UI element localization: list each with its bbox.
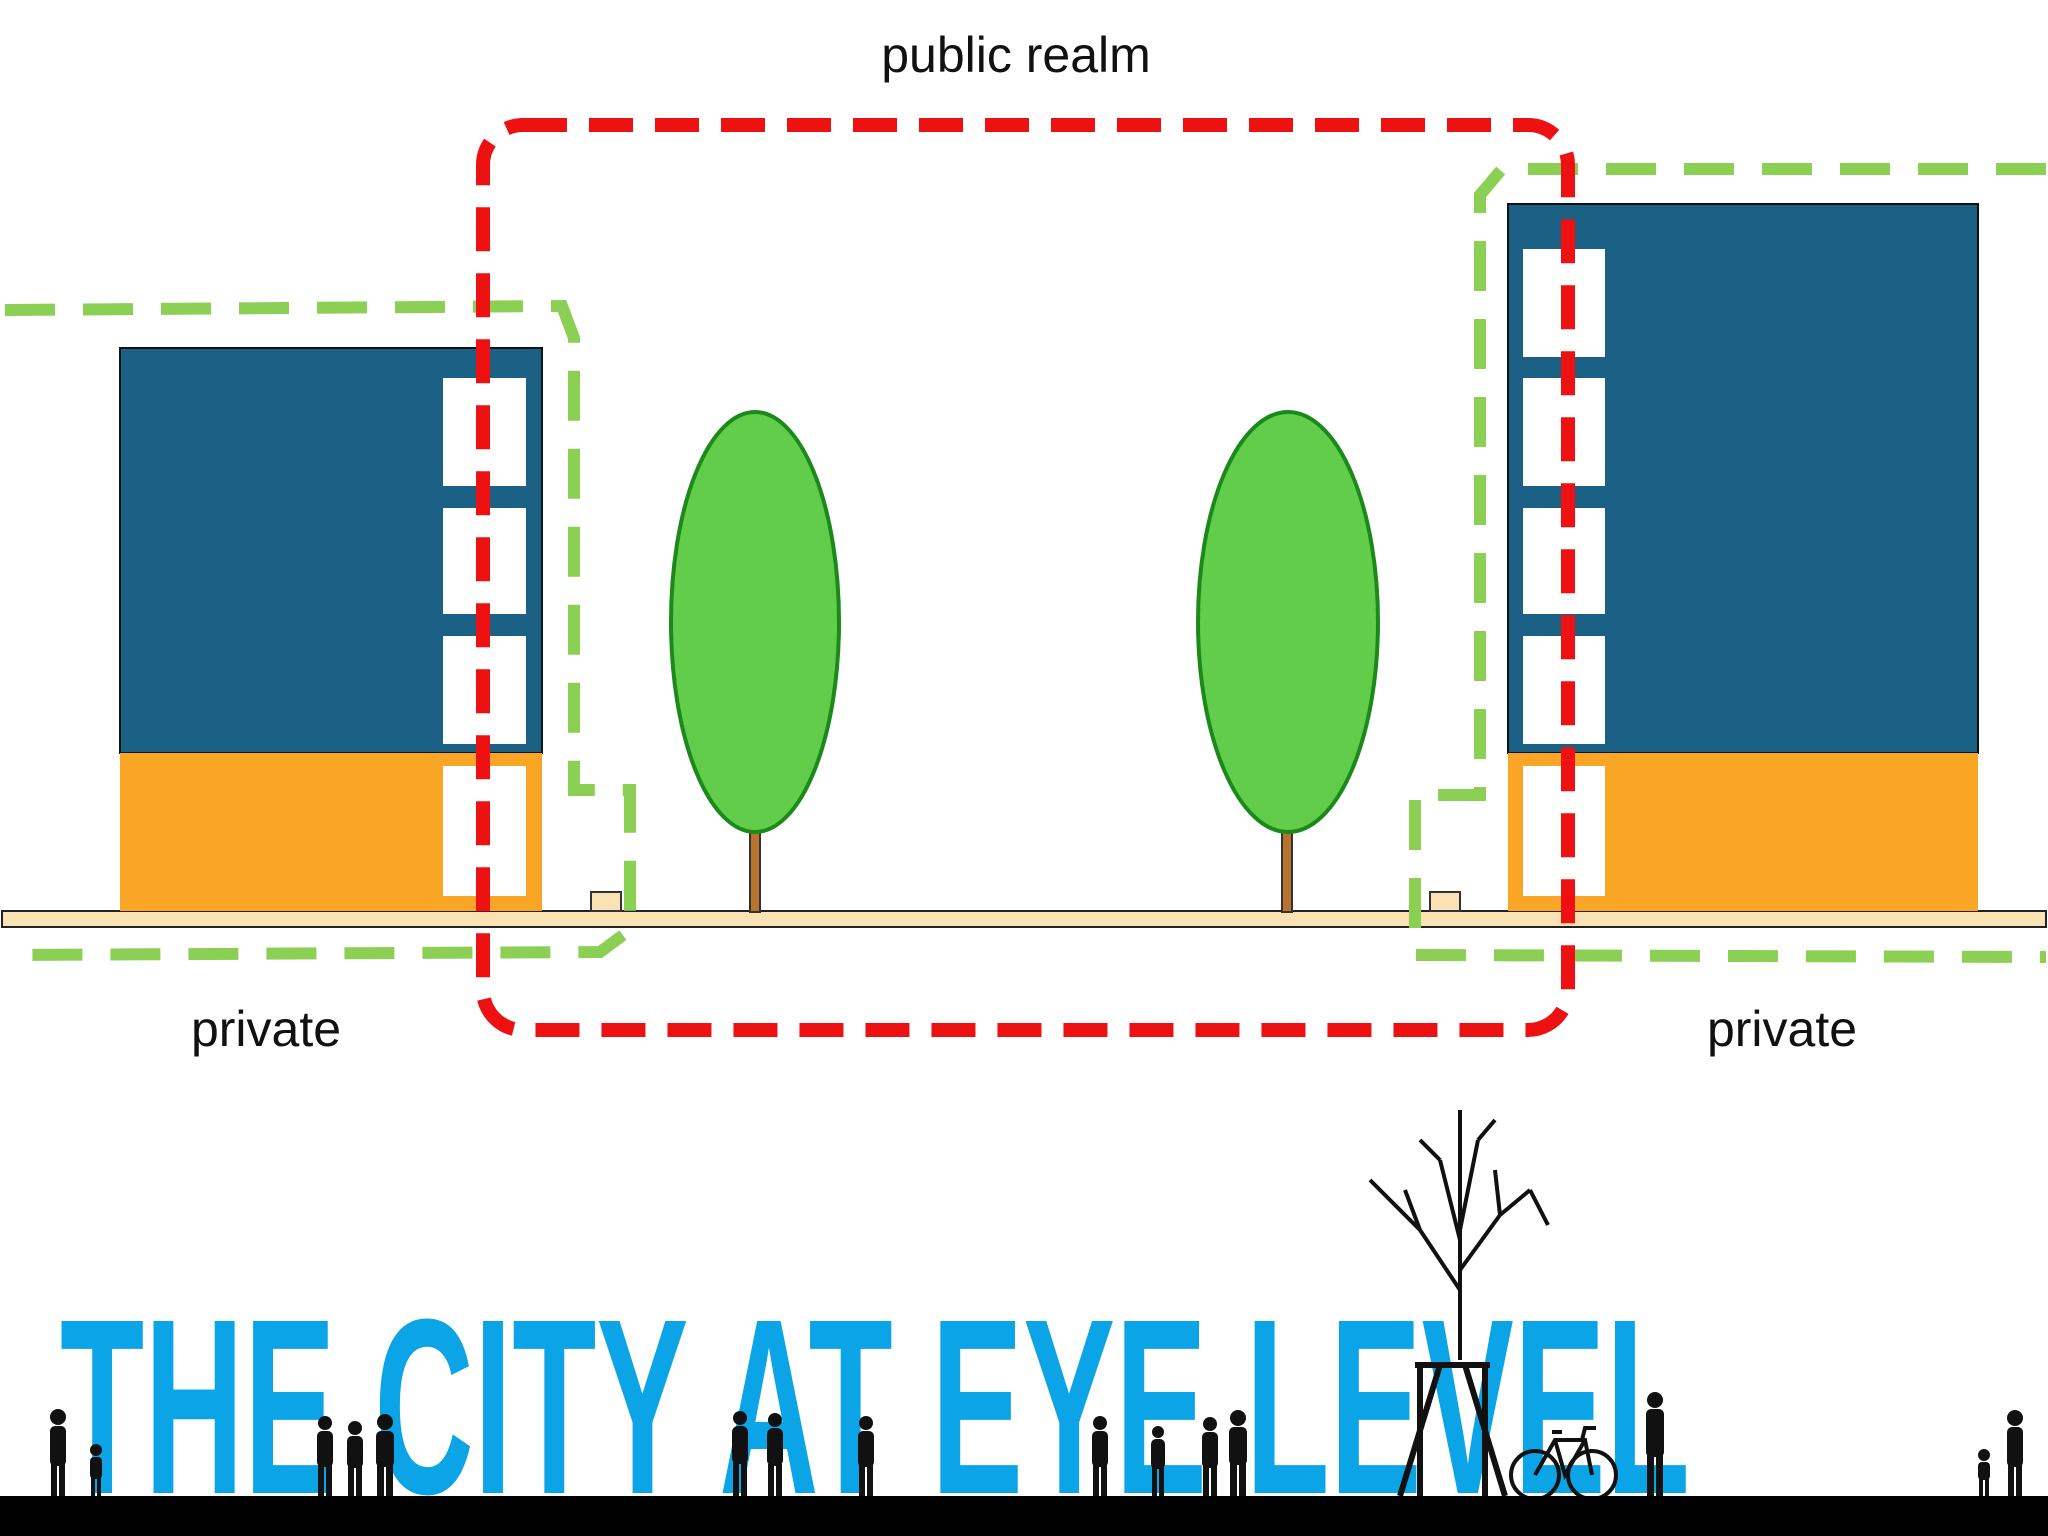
person-icon xyxy=(347,1421,363,1496)
tree-icon xyxy=(669,410,841,834)
person-icon xyxy=(1092,1416,1108,1496)
sidewalk xyxy=(1,910,2047,928)
person-icon xyxy=(317,1416,333,1496)
tree-icon xyxy=(1196,410,1380,834)
street-furniture-left xyxy=(590,891,622,912)
person-icon xyxy=(1202,1417,1218,1496)
left-building xyxy=(119,347,543,911)
tree-trunk xyxy=(1281,829,1293,913)
public-realm-label: public realm xyxy=(881,27,1151,83)
person-icon xyxy=(767,1413,783,1496)
person-icon xyxy=(1151,1426,1165,1496)
people-silhouettes xyxy=(50,1392,2023,1496)
private-label-left: private xyxy=(191,1001,341,1057)
brand-footer: THE CITY AT EYE LEVEL xyxy=(0,1110,2048,1536)
public-realm-boundary xyxy=(476,118,1575,1037)
tree-trunk xyxy=(749,829,761,913)
right-building xyxy=(1507,203,1979,911)
person-icon xyxy=(732,1411,748,1496)
private-label-right: private xyxy=(1707,1001,1857,1057)
person-icon xyxy=(1646,1392,1664,1496)
street-furniture-right xyxy=(1429,891,1461,912)
person-icon xyxy=(50,1409,66,1496)
person-icon xyxy=(2007,1410,2023,1496)
person-icon xyxy=(858,1416,874,1496)
brand-title: THE CITY AT EYE LEVEL xyxy=(60,1267,1690,1536)
private-boundary-right xyxy=(1409,163,2047,963)
person-icon xyxy=(1978,1449,1990,1496)
person-icon xyxy=(90,1444,102,1496)
person-icon xyxy=(376,1414,394,1496)
tree-right xyxy=(1196,410,1380,913)
person-icon xyxy=(1229,1410,1247,1496)
bare-tree-icon xyxy=(1368,1110,1550,1497)
tree-left xyxy=(669,410,841,913)
ground-strip xyxy=(0,1496,2048,1536)
private-boundary-left xyxy=(4,299,636,961)
